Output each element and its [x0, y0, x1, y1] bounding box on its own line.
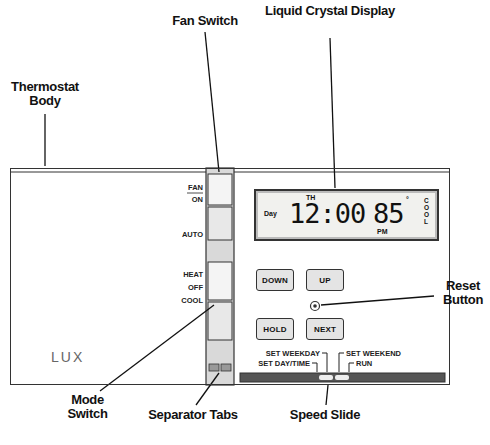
button-label: HOLD [263, 325, 286, 334]
push-button: NEXT [306, 318, 344, 340]
leader-line [205, 32, 219, 172]
callout-label: Mode Switch [50, 393, 125, 421]
speed-slide-knob [319, 375, 333, 380]
panel-label: FAN [150, 183, 203, 192]
panel-label: ON [150, 195, 203, 204]
lcd-display: THDay12:0085°PMCOOL [254, 189, 439, 241]
reset-button [311, 302, 320, 311]
separator-tab [221, 364, 231, 371]
bracket [322, 353, 327, 372]
leader-line [44, 114, 45, 166]
lcd-tag: Day [264, 210, 277, 218]
lcd-ampm: PM [377, 228, 388, 236]
bracket [339, 353, 344, 372]
bracket [349, 363, 354, 372]
panel-label: SET DAY/TIME [230, 359, 310, 368]
leader-line [321, 296, 434, 305]
leader-line [100, 305, 214, 391]
bracket [312, 363, 317, 372]
mode-switch-upper [208, 262, 232, 300]
panel-label: OFF [150, 283, 203, 292]
panel-label: RUN [356, 359, 436, 368]
switch-column [206, 168, 234, 385]
lcd-degree: ° [406, 196, 409, 204]
callout-label: Liquid Crystal Display [262, 4, 398, 18]
fan-switch-lower [208, 207, 232, 240]
divider [187, 193, 203, 194]
button-label: DOWN [262, 276, 288, 285]
callout-label: Thermostat Body [0, 80, 90, 108]
callout-label: Fan Switch [150, 14, 260, 28]
panel-label: SET WEEKEND [346, 349, 436, 358]
push-button: UP [306, 269, 344, 291]
lcd-temperature: 85 [373, 199, 404, 229]
button-label: UP [319, 276, 331, 285]
leader-line [196, 373, 219, 405]
callout-label: Reset Button [436, 279, 490, 307]
leader-line [326, 385, 328, 405]
callout-label: Speed Slide [285, 408, 365, 422]
speed-slide-track [240, 373, 445, 382]
callout-label: Separator Tabs [148, 408, 238, 422]
lcd-mode: COOL [424, 197, 431, 226]
brand-logo: LUX [51, 349, 84, 365]
speed-slide-knob [335, 375, 349, 380]
reset-button [313, 304, 317, 308]
push-button: DOWN [256, 269, 294, 291]
panel-label: COOL [150, 296, 203, 305]
button-label: NEXT [314, 325, 336, 334]
lcd-time: 12:00 [289, 199, 365, 229]
mode-switch-lower [208, 302, 232, 340]
panel-label: AUTO [150, 230, 203, 239]
panel-label: SET WEEKDAY [240, 349, 320, 358]
panel-label: HEAT [150, 270, 203, 279]
push-button: HOLD [256, 318, 294, 340]
leader-line [330, 38, 335, 188]
fan-switch-upper [208, 174, 232, 205]
separator-tab [209, 364, 219, 371]
